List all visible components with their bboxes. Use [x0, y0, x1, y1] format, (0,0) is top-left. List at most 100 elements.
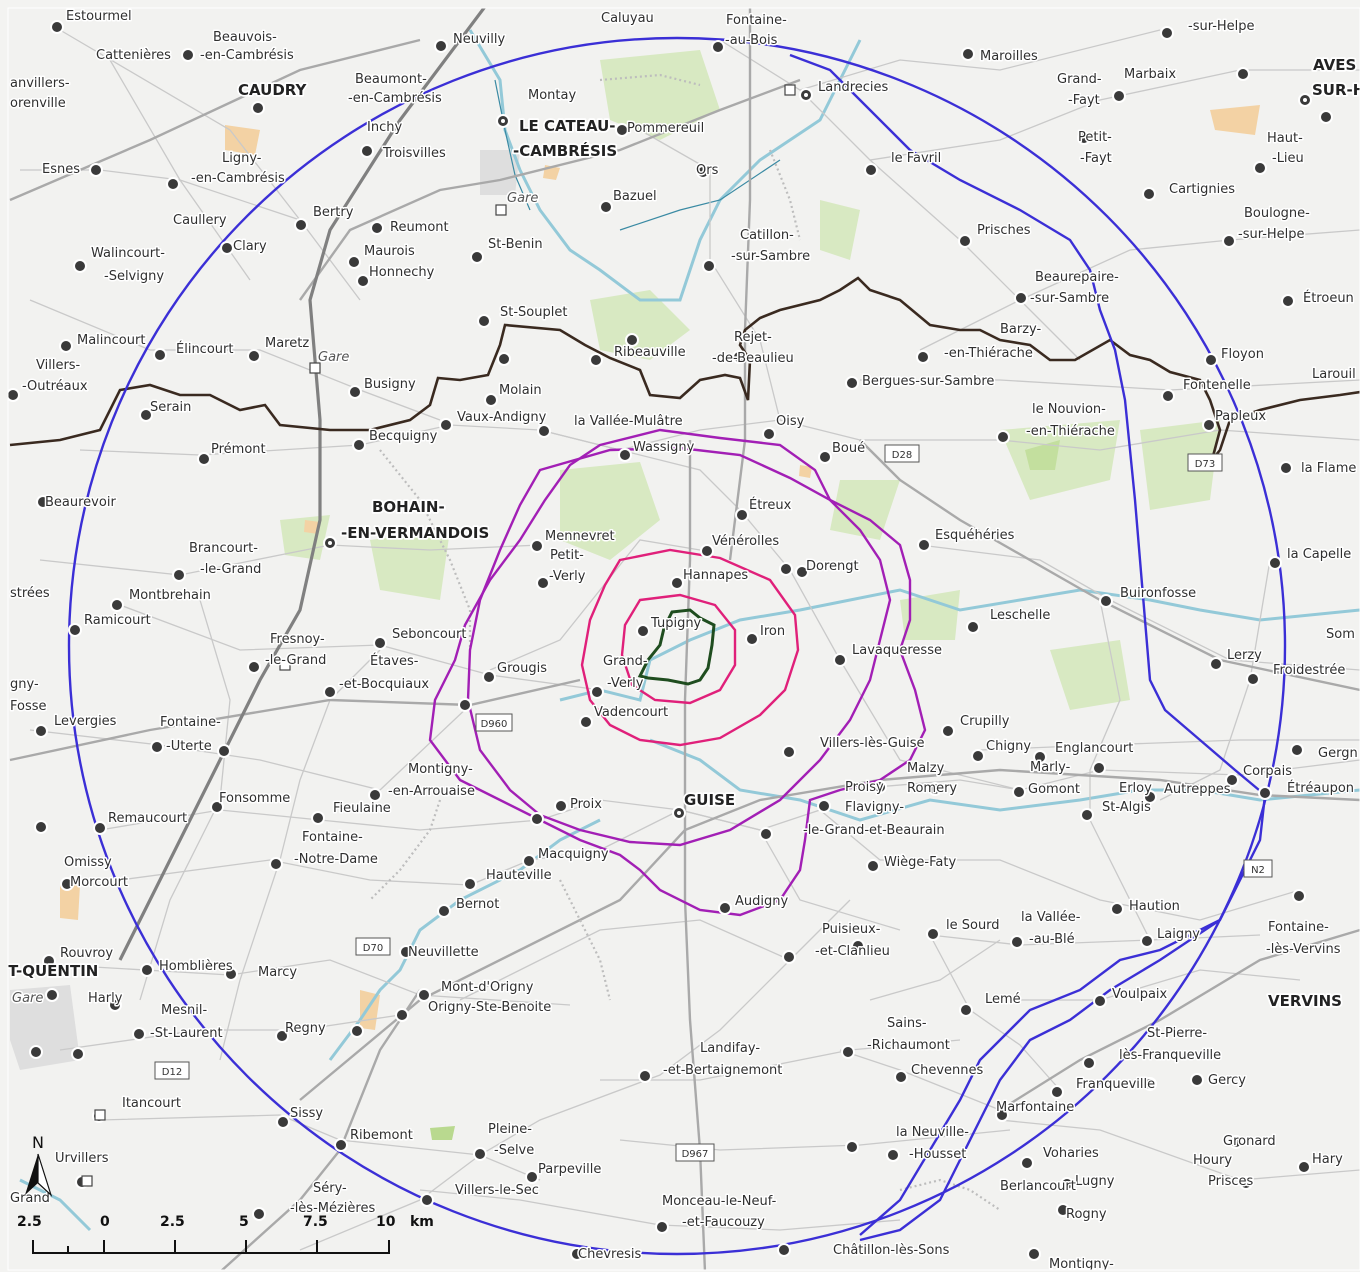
- place-label: -et-Faucouzy: [682, 1215, 765, 1230]
- place-label: Fieulaine: [333, 801, 391, 816]
- place-label: Grand-: [1057, 72, 1102, 87]
- settlement-marker: [795, 565, 809, 579]
- study-area-polygon[interactable]: [637, 608, 716, 686]
- settlement-marker: [958, 234, 972, 248]
- place-label: Houry: [1193, 1153, 1232, 1168]
- place-label: Villers-le-Sec: [455, 1183, 539, 1198]
- settlement-marker: [1143, 1077, 1157, 1091]
- settlement-marker: [463, 877, 477, 891]
- scale-bar: 2.5 0 2.5 5 7.5 10 km: [17, 1214, 434, 1254]
- settlement-marker: [110, 598, 124, 612]
- settlement-marker: [579, 715, 593, 729]
- settlement-marker: [356, 274, 370, 288]
- place-label: -lès-Vervins: [1266, 942, 1341, 957]
- place-label: Seboncourt: [392, 627, 466, 642]
- place-label: Fontaine-: [302, 830, 363, 845]
- place-label: St-Benin: [488, 237, 543, 252]
- settlement-marker: [525, 1170, 539, 1184]
- place-label: -au-Blé: [1029, 932, 1075, 947]
- place-label: Froidestrée: [1273, 663, 1345, 678]
- settlement-marker: [73, 259, 87, 273]
- settlement-marker: [1236, 67, 1250, 81]
- place-label: Levergies: [54, 714, 117, 729]
- place-label: Cattenières: [96, 48, 171, 63]
- map-frame: [7, 7, 1360, 1271]
- place-label: Ribeauville: [614, 345, 686, 360]
- settlement-marker: [732, 350, 746, 364]
- place-label: -lès-Mézières: [290, 1201, 375, 1216]
- place-label: -Fayt: [1080, 151, 1112, 166]
- settlement-marker: [817, 799, 831, 813]
- place-label: Proisy: [845, 780, 884, 795]
- place-label: -en-Cambrésis: [200, 48, 294, 63]
- place-label: Catillon-: [740, 228, 794, 243]
- place-label: la Capelle: [1287, 547, 1351, 562]
- settlement-marker: [59, 339, 73, 353]
- settlement-marker: [959, 1003, 973, 1017]
- place-label: Honnechy: [369, 265, 435, 280]
- settlement-marker: [711, 40, 725, 54]
- place-label: -sur-Sambre: [731, 249, 810, 264]
- place-label: Remaucourt: [108, 811, 187, 826]
- place-label: Caluyau: [601, 11, 654, 26]
- settlement-marker: [50, 20, 64, 34]
- place-label: le Favril: [891, 151, 941, 166]
- place-label: Gronard: [1223, 1134, 1276, 1149]
- place-label: St-Pierre-: [1147, 1026, 1207, 1041]
- place-label: Montigny-: [408, 762, 473, 777]
- place-label: Gare: [507, 191, 538, 206]
- settlement-marker-centers: [328, 93, 1307, 815]
- urban-grey: [10, 150, 520, 1070]
- settlement-marker: [1292, 889, 1306, 903]
- settlement-marker: [45, 988, 59, 1002]
- place-label: Caullery: [173, 213, 227, 228]
- place-label: Mont-d'Origny: [441, 980, 534, 995]
- settlement-marker: [1222, 234, 1236, 248]
- place-label: Ligny-: [222, 151, 262, 166]
- place-label: lès-Franqueville: [1119, 1048, 1221, 1063]
- place-label: Bazuel: [613, 189, 657, 204]
- scale-unit: km: [410, 1214, 434, 1230]
- place-label: -St-Laurent: [150, 1026, 223, 1041]
- settlement-marker: [108, 998, 122, 1012]
- settlement-marker: [941, 724, 955, 738]
- place-label: Monceau-le-Neuf-: [662, 1194, 777, 1209]
- settlement-marker: [718, 901, 732, 915]
- place-label: Brancourt-: [189, 541, 258, 556]
- settlement-marker: [636, 624, 650, 638]
- settlement-marker: [1060, 1177, 1074, 1191]
- place-label: -en-Thiérache: [1026, 424, 1115, 439]
- place-label: Beaumont-: [355, 72, 427, 87]
- scale-tick-label: 7.5: [303, 1214, 328, 1230]
- place-label: Maretz: [265, 336, 309, 351]
- settlement-marker: [93, 821, 107, 835]
- settlement-marker: [1229, 1135, 1243, 1149]
- settlement-marker: [89, 163, 103, 177]
- place-label: orenville: [10, 96, 66, 111]
- settlement-marker: [1258, 786, 1272, 800]
- station-icons: [81, 84, 796, 1187]
- place-label: -sur-Sambre: [1030, 291, 1109, 306]
- place-label: Esnes: [42, 162, 80, 177]
- place-label: Villers-: [36, 358, 81, 373]
- settlement-marker: [420, 1193, 434, 1207]
- place-label: -Richaumont: [867, 1038, 950, 1053]
- place-label: LE CATEAU-: [519, 117, 616, 135]
- place-label: Fosse: [10, 699, 47, 714]
- place-label: Busigny: [364, 377, 416, 392]
- place-label: Fontaine-: [726, 13, 787, 28]
- settlement-marker: [399, 945, 413, 959]
- settlement-marker: [625, 333, 639, 347]
- place-label: -et-Bocquiaux: [339, 677, 429, 692]
- place-label: Englancourt: [1055, 741, 1133, 756]
- settlement-marker: [470, 250, 484, 264]
- place-label: Larouil: [1312, 367, 1356, 382]
- settlement-marker: [926, 927, 940, 941]
- place-label: -en-Cambrésis: [191, 171, 285, 186]
- settlement-marker: [482, 670, 496, 684]
- place-label: VERVINS: [1268, 992, 1342, 1010]
- place-label: Origny-Ste-Benoite: [428, 1000, 551, 1015]
- road-badge-d960: D960: [475, 713, 513, 732]
